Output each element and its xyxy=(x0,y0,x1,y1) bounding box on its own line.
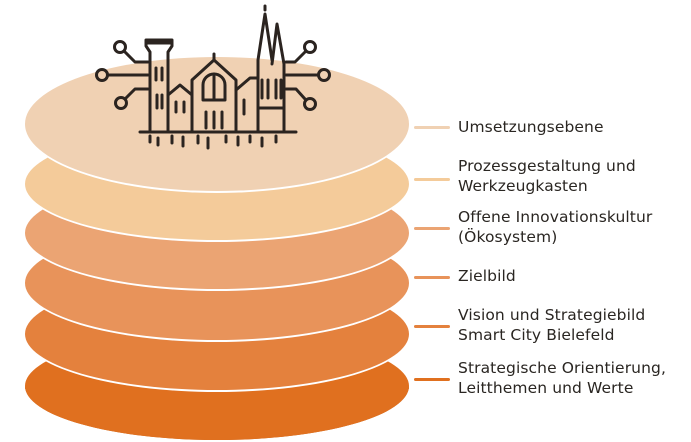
layer-2-label: Prozessgestaltung und Werkzeugkasten xyxy=(458,157,636,195)
layer-2-connector xyxy=(414,178,450,181)
layer-1-label: Umsetzungsebene xyxy=(458,118,604,136)
layer-1-connector xyxy=(414,126,450,129)
layer-5-connector xyxy=(414,325,450,328)
layer-4-connector xyxy=(414,276,450,279)
layer-6-connector xyxy=(414,378,450,381)
layer-1-shape xyxy=(23,55,411,193)
layer-4-label: Zielbild xyxy=(458,267,516,285)
layer-3-connector xyxy=(414,227,450,230)
layer-3-label: Offene Innovationskultur (Ökosystem) xyxy=(458,208,653,246)
layer-5-label: Vision und Strategiebild Smart City Biel… xyxy=(458,306,646,344)
city-skyline-circuit-icon xyxy=(95,4,331,150)
layer-6-label: Strategische Orientierung, Leitthemen un… xyxy=(458,359,666,397)
